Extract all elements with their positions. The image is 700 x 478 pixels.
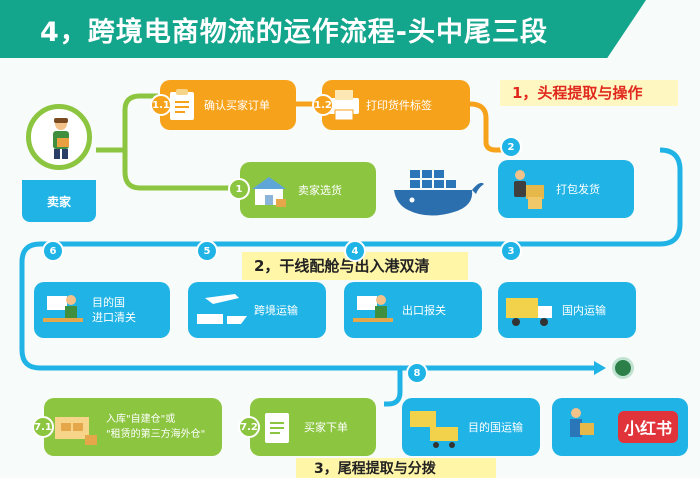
badge-1-1: 1.1 [150,94,172,116]
badge-7-2: 7.2 [238,416,260,438]
badge-1: 1 [228,178,250,200]
section-label-first-mile: 1，头程提取与操作 [500,80,678,106]
step-warehouse-inbound: 入库"自建仓"或 "租赁的第三方海外仓" [44,398,222,456]
seller-node: 卖家 [22,100,98,224]
badge-8: 8 [406,362,428,384]
delivery-person-icon [569,408,594,437]
step-destination-transport: 目的国运输 [402,398,540,456]
step-import-clearance: 目的国 进口清关 [34,282,170,338]
step-select-goods: 卖家选货 [240,162,376,218]
printer-icon [322,86,366,124]
clipboard-icon [160,86,204,124]
step-domestic-transport: 国内运输 [498,282,636,338]
office-desk-icon [34,291,92,329]
badge-7-1: 7.1 [32,416,54,438]
step-buyer-order-label: 买家下单 [304,420,348,434]
page-title: 4，跨境电商物流的运作流程-头中尾三段 [40,17,548,48]
step-buyer-order: 买家下单 [250,398,376,456]
step-export-declaration: 出口报关 [344,282,482,338]
step-confirm-order-label: 确认买家订单 [204,98,270,112]
warehouse-icon [240,171,298,209]
step-pack-ship-label: 打包发货 [556,182,600,196]
truck-icon [498,291,562,329]
order-sheet-icon [250,408,304,446]
title-banner [0,0,646,58]
step-select-goods-label: 卖家选货 [298,183,342,197]
globe-icon [612,357,634,379]
badge-5: 5 [196,240,218,262]
step-export-declaration-label: 出口报关 [402,303,446,317]
badge-4: 4 [344,240,366,262]
step-import-clearance-label: 目的国 进口清关 [92,296,136,324]
badge-3: 3 [500,240,522,262]
step-pack-ship: 打包发货 [498,160,634,218]
badge-6: 6 [42,240,64,262]
plane-truck-icon [188,291,254,329]
badge-1-2: 1.2 [312,94,334,116]
step-warehouse-inbound-label: 入库"自建仓"或 "租赁的第三方海外仓" [106,414,206,440]
step-destination-transport-label: 目的国运输 [468,420,523,434]
step-print-labels: 打印货件标签 [322,80,470,130]
warehouse-goods-icon [44,408,106,446]
seller-label-box: 卖家 [22,180,96,222]
seller-label: 卖家 [46,194,71,209]
step-confirm-order: 确认买家订单 [160,80,296,130]
step-domestic-transport-label: 国内运输 [562,303,606,317]
delivery-trucks-icon [402,408,468,448]
container-ship-whale-icon [394,170,484,216]
step-cross-border-transport-label: 跨境运输 [254,303,298,317]
step-cross-border-transport: 跨境运输 [188,282,326,338]
seller-person-icon [53,118,69,159]
step-final-delivery: 小红书 [552,398,688,456]
packing-worker-icon [498,170,556,209]
customs-desk-icon [344,291,402,329]
step-print-labels-label: 打印货件标签 [366,98,432,112]
badge-2: 2 [500,136,522,158]
section-label-last-mile: 3，尾程提取与分拨 [296,458,496,478]
brand-logo-text: 小红书 [617,411,678,443]
